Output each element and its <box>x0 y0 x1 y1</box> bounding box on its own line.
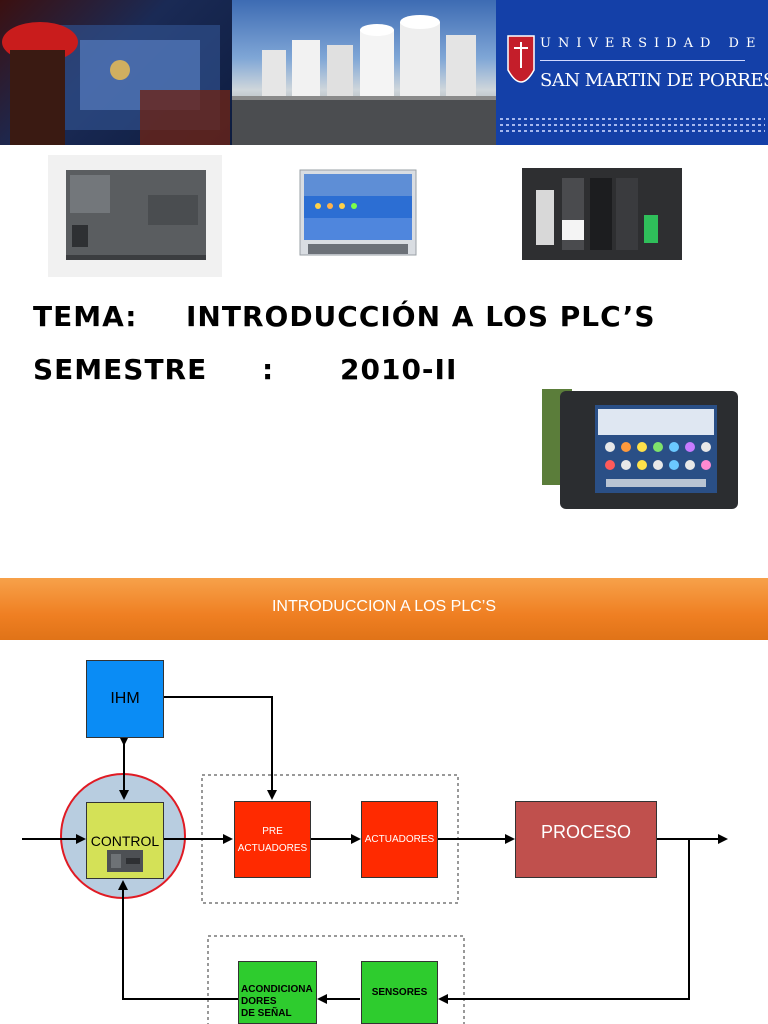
semestre-colon: : <box>262 353 275 386</box>
operator-illustration <box>2 22 230 145</box>
plc-thumbnail-icon <box>107 850 143 872</box>
actuadores-block: ACTUADORES <box>361 801 438 878</box>
acondicionadores-block: ACONDICIONA DORES DE SEÑAL <box>238 961 317 1024</box>
pre-actuadores-label-1: PRE <box>262 825 283 837</box>
proceso-block: PROCESO <box>515 801 657 878</box>
modular-plc-image <box>299 169 417 256</box>
sensors-group-border <box>207 935 465 1024</box>
acondicionadores-label-1: ACONDICIONA <box>241 984 313 995</box>
tema-label: TEMA: <box>33 300 138 333</box>
industrial-plant-photo <box>232 0 496 145</box>
rack-plc-image <box>522 168 682 260</box>
tema-value: INTRODUCCIÓN A LOS PLC’S <box>186 300 656 333</box>
acondicionadores-label-2: DORES <box>241 996 277 1007</box>
section-heading: INTRODUCCION A LOS PLC’S <box>271 598 497 615</box>
banner-dots <box>500 130 765 132</box>
pre-actuadores-block: PRE ACTUADORES <box>234 801 311 878</box>
university-divider <box>540 60 745 61</box>
university-banner <box>496 0 768 145</box>
banner-dots <box>500 118 765 120</box>
sensores-label: SENSORES <box>371 987 428 998</box>
ihm-block: IHM <box>86 660 164 738</box>
semestre-label: SEMESTRE <box>33 353 208 386</box>
pre-actuadores-label-2: ACTUADORES <box>237 842 308 854</box>
section-header-bar <box>0 578 768 640</box>
semestre-value: 2010-II <box>340 353 458 386</box>
operator-control-room-photo <box>0 0 232 145</box>
university-name: SAN MARTIN DE PORRES <box>540 70 768 91</box>
control-label: CONTROL <box>90 833 160 849</box>
university-crest-icon <box>507 35 535 83</box>
proceso-label: PROCESO <box>540 822 632 842</box>
sensores-block: SENSORES <box>361 961 438 1024</box>
hmi-touchpanel-image <box>542 389 738 509</box>
actuadores-label: ACTUADORES <box>364 834 435 845</box>
plant-tanks-illustration <box>232 15 496 145</box>
siemens-plc-image <box>48 155 222 277</box>
control-block: CONTROL <box>86 802 164 879</box>
acondicionadores-label-3: DE SEÑAL <box>241 1008 292 1019</box>
university-label: UNIVERSIDAD DE <box>540 36 763 51</box>
ihm-label: IHM <box>110 690 140 707</box>
banner-dots <box>500 124 765 126</box>
